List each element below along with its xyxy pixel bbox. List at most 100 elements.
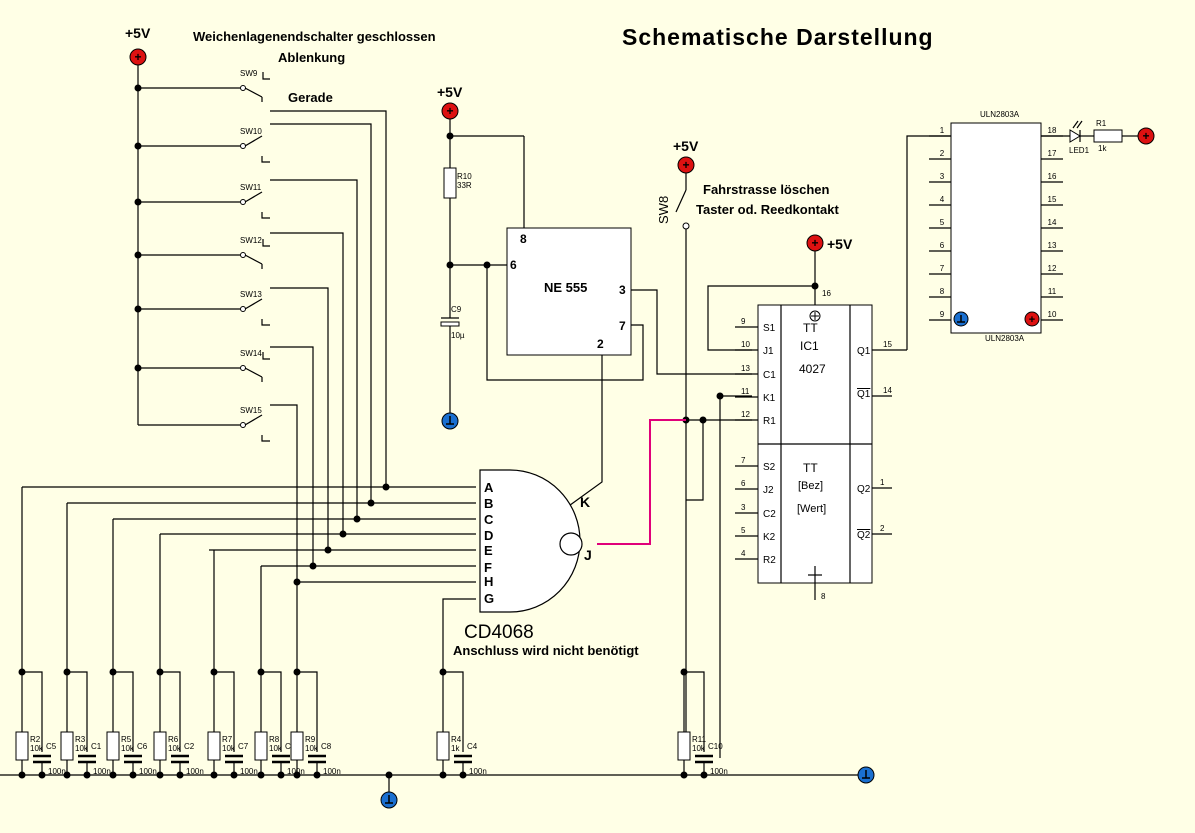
switch-label: SW14	[240, 349, 262, 358]
resistor-value: 10k	[30, 744, 44, 753]
ff-pin-j2: J2	[763, 485, 774, 496]
r10-name: R10	[457, 172, 472, 181]
vcc-terminal-sw8: +	[677, 156, 695, 174]
switch-sw15: SW15	[138, 406, 270, 442]
switch-sw13: SW13	[134, 290, 270, 326]
state-gerade-label: Gerade	[288, 90, 333, 105]
gate-out-j: J	[584, 547, 592, 563]
ff-pin-r2: R2	[763, 555, 776, 566]
capacitor-name: C6	[137, 742, 148, 751]
capacitor-value: 100n	[186, 767, 204, 776]
switch-label: SW13	[240, 290, 262, 299]
svg-text:9: 9	[741, 317, 746, 326]
resistor-r1	[1093, 129, 1123, 143]
sw8-line2: Taster od. Reedkontakt	[696, 202, 839, 217]
vcc-terminal-555: +	[441, 102, 459, 120]
capacitor-value: 100n	[323, 767, 341, 776]
svg-text:11: 11	[741, 387, 750, 396]
capacitor-name: C8	[321, 742, 332, 751]
vcc-terminal-4027: +	[806, 234, 824, 252]
svg-text:17: 17	[1048, 149, 1057, 158]
gate-output-bubble	[559, 532, 583, 556]
capacitor-value: 100n	[93, 767, 111, 776]
ff-q1-num: 15	[883, 340, 892, 349]
resistor-name: R2	[30, 735, 41, 744]
capacitor-value: 100n	[287, 767, 305, 776]
ne555-pin3: 3	[619, 283, 626, 297]
ff-vdd-pin: 16	[822, 289, 831, 298]
capacitor-name: C3	[285, 742, 296, 751]
sw8-name: SW8	[656, 196, 671, 224]
ff-bez: [Bez]	[798, 480, 823, 492]
capacitor-value: 100n	[710, 767, 728, 776]
svg-text:+: +	[1029, 314, 1035, 326]
svg-text:+: +	[1142, 129, 1149, 143]
resistor-name: R9	[305, 735, 316, 744]
resistor-name: R3	[75, 735, 86, 744]
gate-input-g: G	[484, 591, 494, 606]
vcc-label-555: +5V	[437, 84, 463, 100]
capacitor-name: C7	[238, 742, 249, 751]
ne555-pin6: 6	[510, 258, 517, 272]
ff-q2-num: 1	[880, 478, 885, 487]
c9-name: C9	[451, 305, 462, 314]
switch-sw11: SW11	[134, 183, 270, 219]
switch-sw9: SW9	[134, 69, 270, 102]
vcc-label-sw8: +5V	[673, 138, 699, 154]
gate-input-h: H	[484, 574, 493, 589]
resistor-value: 10k	[168, 744, 182, 753]
gate-input-c: C	[484, 512, 494, 527]
ff-q1n-label: Q1	[857, 389, 871, 400]
switch-block-title: Weichenlagenendschalter geschlossen	[193, 29, 436, 44]
svg-text:7: 7	[741, 456, 746, 465]
svg-text:5: 5	[741, 526, 746, 535]
c9-value: 10µ	[451, 331, 465, 340]
ff-pin-s1: S1	[763, 323, 776, 334]
svg-text:13: 13	[741, 364, 750, 373]
vcc-terminal-uln: +	[1024, 311, 1040, 327]
svg-text:4: 4	[940, 195, 945, 204]
ff-pin-c1: C1	[763, 370, 776, 381]
svg-text:+: +	[811, 236, 818, 250]
svg-text:3: 3	[741, 503, 746, 512]
diagram-title: Schematische Darstellung	[622, 24, 934, 50]
svg-text:15: 15	[1048, 195, 1057, 204]
svg-text:18: 18	[1048, 126, 1057, 135]
resistor-name: R11	[692, 735, 707, 744]
svg-text:+: +	[682, 158, 689, 172]
svg-text:12: 12	[1048, 264, 1057, 273]
ic-uln2803a	[950, 122, 1042, 334]
ff-name: IC1	[800, 339, 819, 353]
capacitor-c9-plate2	[440, 321, 460, 327]
capacitor-name: C5	[46, 742, 57, 751]
switch-label: SW10	[240, 127, 262, 136]
gate-out-k: K	[580, 494, 590, 510]
state-ablenkung-label: Ablenkung	[278, 50, 345, 65]
ff-pin-k2: K2	[763, 532, 776, 543]
vcc-label-4027: +5V	[827, 236, 853, 252]
switch-label: SW12	[240, 236, 262, 245]
gate-input-a: A	[484, 480, 494, 495]
gate-input-f: F	[484, 560, 492, 575]
resistor-name: R4	[451, 735, 462, 744]
r1-value: 1k	[1098, 144, 1107, 153]
svg-text:11: 11	[1048, 287, 1057, 296]
svg-text:4: 4	[741, 549, 746, 558]
ne555-pin7: 7	[619, 319, 626, 333]
ff-wert: [Wert]	[797, 503, 826, 515]
sw8-line1: Fahrstrasse löschen	[703, 182, 830, 197]
r10-value: 33R	[457, 181, 472, 190]
switch-bus-wires	[22, 110, 476, 586]
ic-ne555	[506, 227, 632, 356]
ne555-pin8: 8	[520, 232, 527, 246]
svg-text:8: 8	[940, 287, 945, 296]
resistor-name: R8	[269, 735, 280, 744]
switch-label: SW11	[240, 183, 262, 192]
switch-sw14: SW14	[134, 349, 270, 382]
